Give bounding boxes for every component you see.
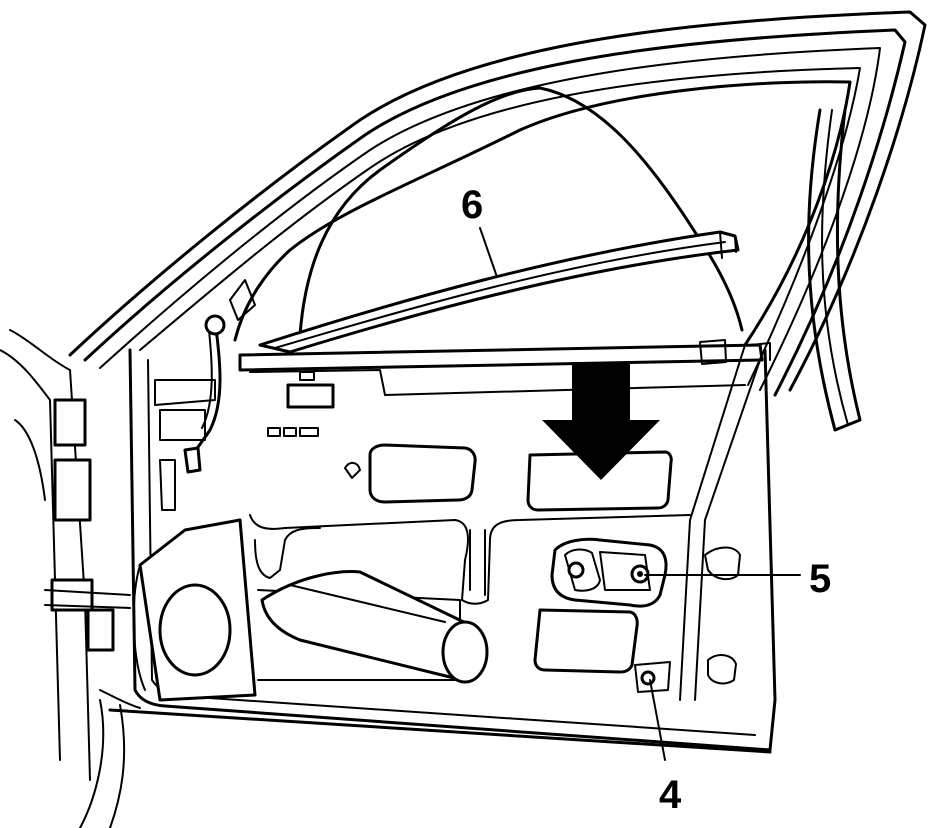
regulator-bracket (550, 537, 668, 608)
callout-4: 4 (659, 773, 682, 817)
callout-5: 5 (809, 557, 831, 601)
lower-bolt (634, 661, 671, 693)
door-seal-strip (807, 108, 862, 432)
leader-6 (479, 227, 498, 278)
door-inner-panel (99, 343, 777, 754)
door-frame (68, 10, 927, 397)
regulator-motor (260, 570, 489, 684)
speaker (132, 518, 257, 702)
callout-leaders (479, 227, 801, 761)
down-arrow-icon (542, 362, 660, 480)
door-hinges (0, 329, 131, 828)
wire-harness (183, 279, 256, 474)
callout-6: 6 (461, 183, 483, 227)
leader-4 (649, 679, 666, 761)
door-edge (679, 339, 771, 701)
window-run-channel (258, 230, 740, 354)
